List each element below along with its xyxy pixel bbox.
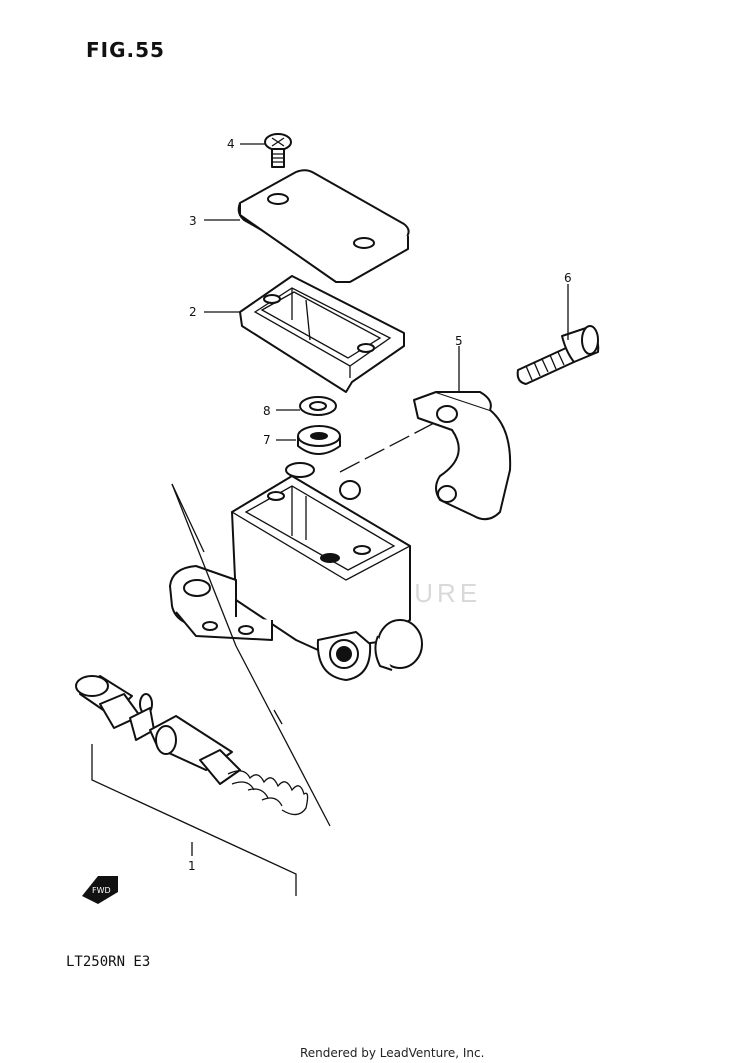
model-code: LT250RN E3: [66, 954, 151, 970]
callout-6: 6: [564, 271, 572, 285]
master-cylinder-body[interactable]: [169, 462, 423, 681]
part-8-washer[interactable]: [299, 396, 337, 416]
part-1-piston-kit[interactable]: [75, 675, 309, 816]
callout-8: 8: [263, 404, 271, 418]
footer-credit: Rendered by LeadVenture, Inc.: [300, 1046, 485, 1060]
callout-2: 2: [189, 305, 197, 319]
callout-5: 5: [455, 334, 463, 348]
part-5-clamp[interactable]: [413, 391, 512, 521]
part-7-bushing[interactable]: [297, 425, 341, 455]
part-6-bolt[interactable]: [516, 325, 600, 385]
callout-7: 7: [263, 433, 271, 447]
fwd-label: FWD: [92, 886, 111, 895]
figure-title: FIG.55: [86, 38, 165, 62]
callout-1: 1: [188, 859, 196, 873]
part-4-screw[interactable]: [264, 133, 292, 168]
part-2-diaphragm[interactable]: [239, 275, 405, 393]
callout-4: 4: [227, 137, 235, 151]
fwd-arrow-badge: FWD: [82, 876, 118, 904]
part-3-reservoir-cap[interactable]: [237, 169, 410, 283]
callout-3: 3: [189, 214, 197, 228]
